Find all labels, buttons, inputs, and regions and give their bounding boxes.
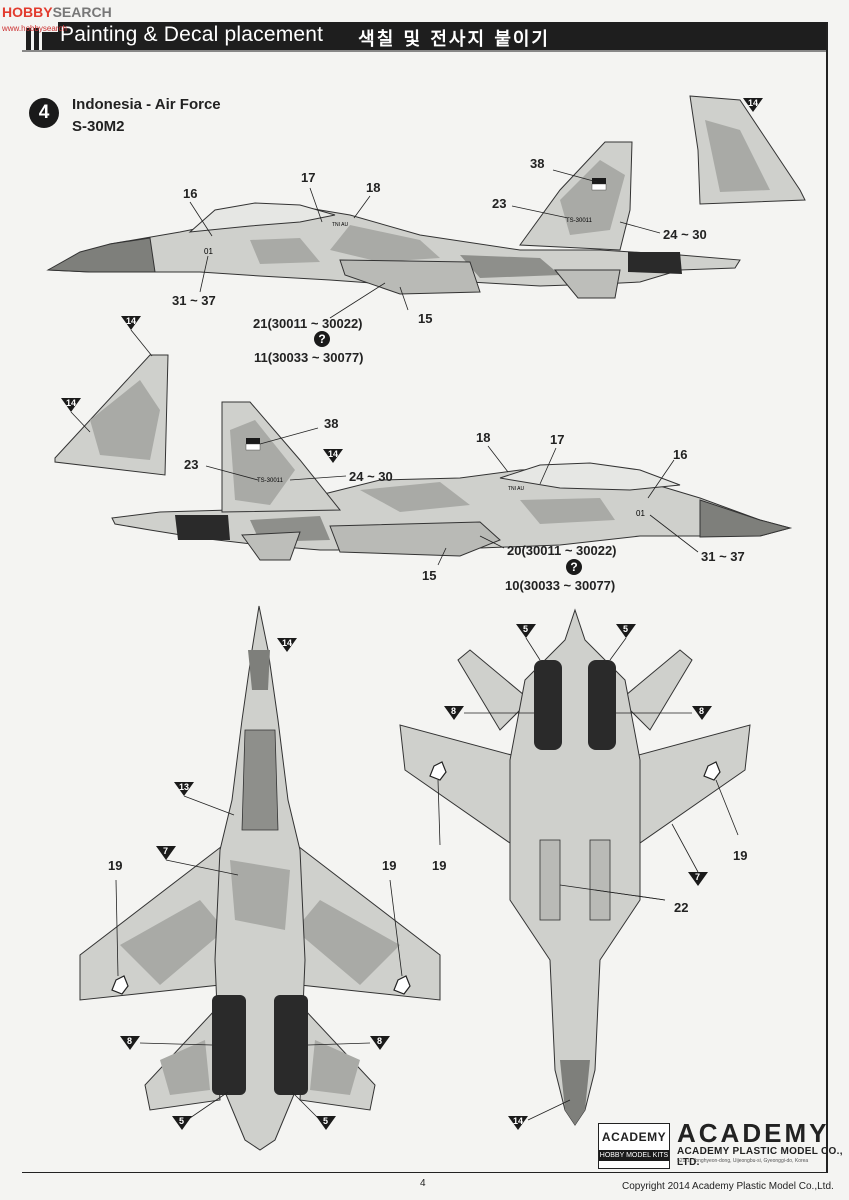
marker-5-plan-bottom-left: 5 — [523, 624, 529, 634]
marker-8-plan-bottom-left: 8 — [451, 706, 457, 716]
academy-logo-box: ACADEMY HOBBY MODEL KITS — [598, 1123, 670, 1169]
watermark: HOBBYSEARCH — [2, 4, 112, 20]
marker-14-tail-mid-a: 14 — [126, 316, 137, 326]
label-16-top: 16 — [183, 186, 198, 201]
label-15-top: 15 — [418, 311, 433, 326]
side-view-top: TS-30011 TNI AU 01 — [46, 141, 741, 319]
header-stripes — [22, 22, 58, 50]
bottom-serial-text: TS-30011 — [257, 478, 284, 484]
label-23-top: 23 — [492, 196, 507, 211]
label-38-top: 38 — [530, 156, 545, 171]
marker-14-plan-bottom: 14 — [513, 1116, 524, 1126]
label-19-plan-top-left: 19 — [108, 858, 123, 873]
label-19-plan-top-right: 19 — [382, 858, 397, 873]
label-17-top: 17 — [301, 170, 316, 185]
marker-13-plan-top: 13 — [179, 782, 190, 792]
marker-14-side-bottom: 14 — [328, 449, 339, 459]
label-23-bottom: 23 — [184, 457, 199, 472]
label-31-37-top: 31 ~ 37 — [172, 293, 216, 308]
bottom-tni-text: TNI AU — [508, 486, 525, 492]
page-number: 4 — [420, 1178, 426, 1189]
header-bar: Painting & Decal placement 색칠 및 전사지 붙이기 — [22, 22, 828, 52]
label-22-plan-bottom: 22 — [674, 900, 689, 915]
label-31-37-bottom: 31 ~ 37 — [701, 549, 745, 564]
scheme-number-badge: 4 — [29, 98, 59, 128]
label-20-bottom: 20(30011 ~ 30022) — [507, 543, 617, 558]
watermark-rest: SEARCH — [52, 4, 112, 20]
marker-14-plan-top: 14 — [282, 638, 293, 648]
tail-detail-mid — [54, 316, 169, 476]
marker-5-plan-top-right: 5 — [323, 1116, 329, 1126]
scheme-model: S-30M2 — [72, 118, 125, 135]
label-10-bottom: 10(30033 ~ 30077) — [505, 578, 616, 593]
marker-14-tail-mid-b: 14 — [66, 398, 77, 408]
side-view-bottom: TS-30011 TNI AU 01 — [111, 401, 792, 566]
brand-address: 521-1, Yonghyeon-dong, Uijeongbu-si, Gye… — [677, 1158, 809, 1164]
label-19-plan-bottom-left: 19 — [432, 858, 447, 873]
marker-8-plan-top-left: 8 — [127, 1036, 133, 1046]
frame-right — [826, 22, 828, 1172]
label-17-bottom: 17 — [550, 432, 565, 447]
label-16-bottom: 16 — [673, 447, 688, 462]
plan-view-top — [79, 605, 441, 1151]
or-icon-top: ? — [314, 331, 330, 347]
marker-7-plan-bottom: 7 — [695, 872, 701, 882]
or-icon-bottom: ? — [566, 559, 582, 575]
plan-view-bottom — [399, 608, 751, 1130]
marker-8-plan-bottom-right: 8 — [699, 706, 705, 716]
marker-5-plan-top-left: 5 — [179, 1116, 185, 1126]
top-code-text: 01 — [204, 247, 213, 256]
logo-top-text: ACADEMY — [601, 1130, 667, 1144]
brand-subtitle: ACADEMY PLASTIC MODEL CO., LTD. — [677, 1146, 843, 1168]
label-11-top: 11(30033 ~ 30077) — [254, 350, 364, 365]
brand-name: ACADEMY — [677, 1118, 830, 1148]
label-15-bottom: 15 — [422, 568, 437, 583]
marker-5-plan-bottom-right: 5 — [623, 624, 629, 634]
marker-7-plan-top: 7 — [163, 846, 169, 856]
label-19-plan-bottom-right: 19 — [733, 848, 748, 863]
top-serial-text: TS-30011 — [566, 218, 593, 224]
tail-detail-top — [689, 95, 806, 205]
label-24-30-bottom: 24 ~ 30 — [349, 469, 393, 484]
scheme-country: Indonesia - Air Force — [72, 96, 221, 113]
label-24-30-top: 24 ~ 30 — [663, 227, 707, 242]
bottom-code-text: 01 — [636, 509, 645, 518]
page-title-korean: 색칠 및 전사지 붙이기 — [358, 29, 550, 50]
top-tni-text: TNI AU — [332, 222, 349, 228]
watermark-main: HOBBY — [2, 4, 53, 20]
page-title: Painting & Decal placement — [60, 23, 324, 46]
watermark-sub: www.hobbysearch — [2, 24, 67, 33]
label-18-top: 18 — [366, 180, 381, 195]
copyright: Copyright 2014 Academy Plastic Model Co.… — [622, 1181, 834, 1192]
marker-8-plan-top-right: 8 — [377, 1036, 383, 1046]
logo-bottom-text: HOBBY MODEL KITS — [599, 1150, 669, 1161]
label-18-bottom: 18 — [476, 430, 491, 445]
marker-14-tail-top: 14 — [748, 98, 759, 108]
frame-bottom — [22, 1172, 828, 1173]
label-38-bottom: 38 — [324, 416, 339, 431]
label-21-top: 21(30011 ~ 30022) — [253, 316, 363, 331]
